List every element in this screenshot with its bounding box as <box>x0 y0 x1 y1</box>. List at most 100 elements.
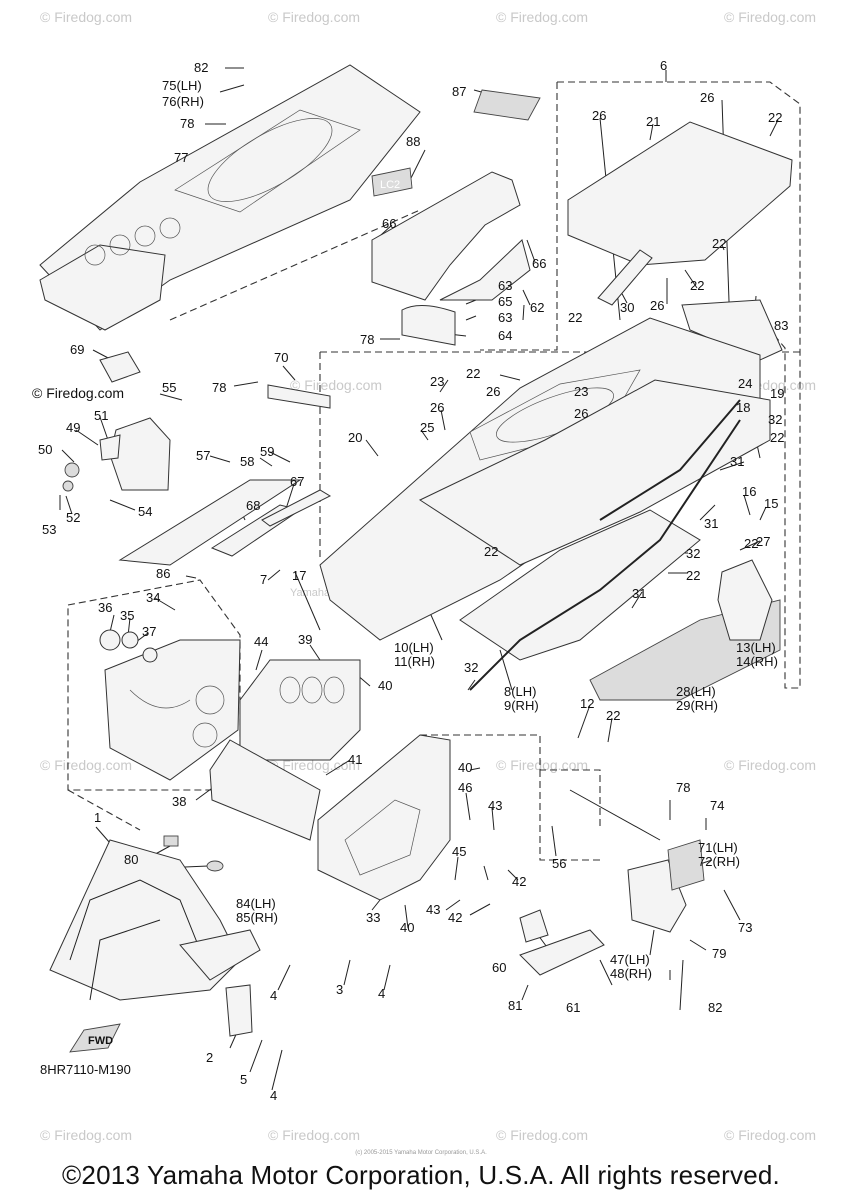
callout: 23 <box>430 374 444 389</box>
watermark: © Firedog.com <box>40 757 132 773</box>
callout: 69 <box>70 342 84 357</box>
firedog-watermark-dark: © Firedog.com <box>32 385 124 401</box>
callout: 1 <box>94 810 101 825</box>
left-brackets <box>62 351 171 492</box>
callout: 22 <box>606 708 620 723</box>
callout: 3 <box>336 982 343 997</box>
callout: 26 <box>650 298 664 313</box>
callout: 39 <box>298 632 312 647</box>
callout: 61 <box>566 1000 580 1015</box>
callout: 22 <box>466 366 480 381</box>
callout: 33 <box>366 910 380 925</box>
callout: 71(LH) <box>698 840 738 855</box>
callout: 16 <box>742 484 756 499</box>
fwd-label: FWD <box>88 1035 113 1047</box>
front-frame-1 <box>49 839 261 1001</box>
bulkhead-33 <box>317 734 451 901</box>
callout: 5 <box>240 1072 247 1087</box>
callout: 52 <box>66 510 80 525</box>
callout: 28(LH) <box>676 684 716 699</box>
callout: 13(LH) <box>736 640 776 655</box>
fwd-arrow: FWD <box>69 1023 121 1053</box>
plate-81 <box>519 909 605 976</box>
callouts: 1 2 3 4 4 4 5 6 7 8(LH) 9(RH) 10(LH) 11(… <box>38 58 788 1103</box>
callout: 22 <box>768 110 782 125</box>
callout: 49 <box>66 420 80 435</box>
callout: 70 <box>274 350 288 365</box>
callout: 26 <box>592 108 606 123</box>
callout: 25 <box>420 420 434 435</box>
callout: 24 <box>738 376 752 391</box>
callout: 44 <box>254 634 268 649</box>
callout: 85(RH) <box>236 910 278 925</box>
callout: 31 <box>730 454 744 469</box>
callout: 22 <box>686 568 700 583</box>
callout: 88 <box>406 134 420 149</box>
callout: 63 <box>498 278 512 293</box>
side-rails <box>469 399 741 691</box>
callout: 26 <box>574 406 588 421</box>
watermarks: © Firedog.com © Firedog.com © Firedog.co… <box>40 9 816 1143</box>
callout: 22 <box>484 544 498 559</box>
callout: 27 <box>756 534 770 549</box>
callout: 34 <box>146 590 160 605</box>
callout: 4 <box>270 1088 277 1103</box>
tunnel-seat-base-21 <box>567 121 793 361</box>
watermark: © Firedog.com <box>268 757 360 773</box>
callout: 60 <box>492 960 506 975</box>
callout: 82 <box>708 1000 722 1015</box>
front-housing-34 <box>99 629 241 781</box>
callout: 50 <box>38 442 52 457</box>
callout: 41 <box>348 752 362 767</box>
callout: 6 <box>660 58 667 73</box>
drawing-code: 8HR7110-M190 <box>40 1062 131 1077</box>
watermark: © Firedog.com <box>724 757 816 773</box>
bracket-13-14 <box>717 559 773 641</box>
watermark: © Firedog.com <box>496 757 588 773</box>
callout: 43 <box>426 902 440 917</box>
callout: 20 <box>348 430 362 445</box>
group-outlines <box>67 81 801 861</box>
callout: 14(RH) <box>736 654 778 669</box>
watermark: © Firedog.com <box>724 1127 816 1143</box>
decal-87 <box>473 89 541 121</box>
watermark: © Firedog.com <box>268 9 360 25</box>
callout: 40 <box>378 678 392 693</box>
callout: 76(RH) <box>162 94 204 109</box>
callout: 67 <box>290 474 304 489</box>
callout: 66 <box>532 256 546 271</box>
callout: 22 <box>744 536 758 551</box>
callout: 51 <box>94 408 108 423</box>
watermark: © Firedog.com <box>290 377 382 393</box>
callout: 78 <box>180 116 194 131</box>
callout: 36 <box>98 600 112 615</box>
decal-text: LC2 <box>380 179 400 191</box>
callout: 62 <box>530 300 544 315</box>
callout: 22 <box>712 236 726 251</box>
callout: 40 <box>400 920 414 935</box>
callout: 55 <box>162 380 176 395</box>
callout: 74 <box>710 798 724 813</box>
callout: 40 <box>458 760 472 775</box>
callout: 46 <box>458 780 472 795</box>
callout: 23 <box>574 384 588 399</box>
decal-88: LC2 <box>371 167 413 197</box>
watermark: © Firedog.com <box>496 9 588 25</box>
callout: 73 <box>738 920 752 935</box>
callout: 32 <box>464 660 478 675</box>
callout: 26 <box>700 90 714 105</box>
callout: 72(RH) <box>698 854 740 869</box>
callout: 31 <box>632 586 646 601</box>
top-seat-panel <box>39 64 421 331</box>
callout: 2 <box>206 1050 213 1065</box>
callout: 8(LH) <box>504 684 537 699</box>
heat-exchanger-39 <box>239 659 361 761</box>
strip-70 <box>267 384 331 409</box>
callout: 4 <box>270 988 277 1003</box>
watermark: © Firedog.com <box>40 1127 132 1143</box>
rear-cover-62 <box>371 171 531 346</box>
callout: 59 <box>260 444 274 459</box>
callout: 12 <box>580 696 594 711</box>
callout: 45 <box>452 844 466 859</box>
